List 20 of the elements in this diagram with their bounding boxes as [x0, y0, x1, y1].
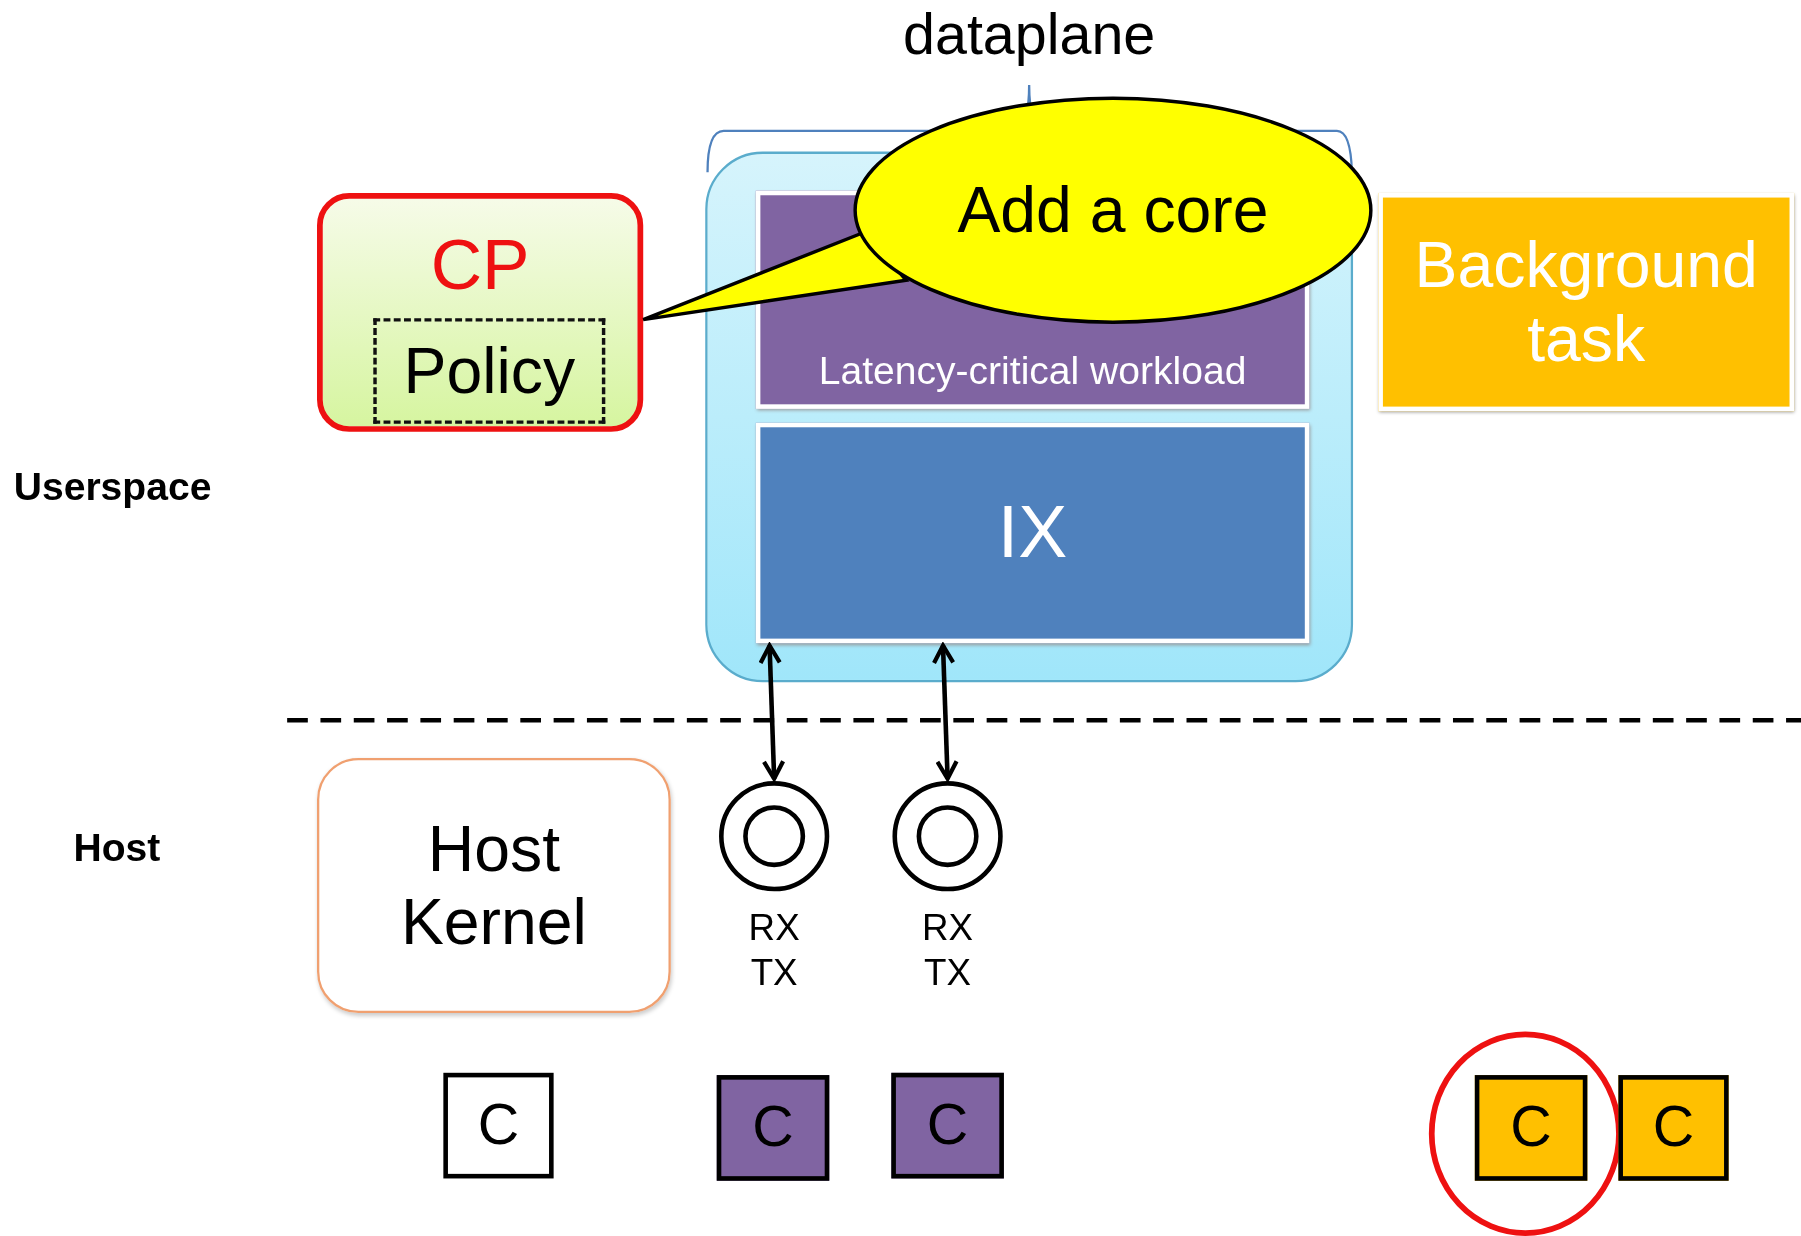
ix-box: IX — [755, 422, 1310, 644]
core-square: C — [1474, 1075, 1588, 1181]
control-plane-box — [317, 192, 644, 432]
port-ring-icon — [716, 779, 832, 893]
core-square: C — [716, 1075, 830, 1181]
arrow — [758, 643, 786, 781]
callout-tooltip — [853, 96, 1373, 324]
port-label: RX TX — [747, 905, 801, 996]
core-square: C — [891, 1072, 1004, 1179]
panel-heading: dataplane — [902, 2, 1157, 69]
port-label: RX TX — [921, 905, 975, 996]
core-square: C — [1618, 1075, 1729, 1181]
port-ring-icon — [890, 779, 1005, 893]
core-square: C — [443, 1072, 554, 1179]
layer-label: Host — [73, 825, 161, 871]
policy-box: Policy — [373, 318, 606, 424]
box-heading: CP — [429, 224, 531, 306]
host-kernel-box: Host Kernel — [317, 758, 671, 1014]
arrow — [931, 643, 959, 781]
layer-label: Userspace — [13, 464, 212, 509]
